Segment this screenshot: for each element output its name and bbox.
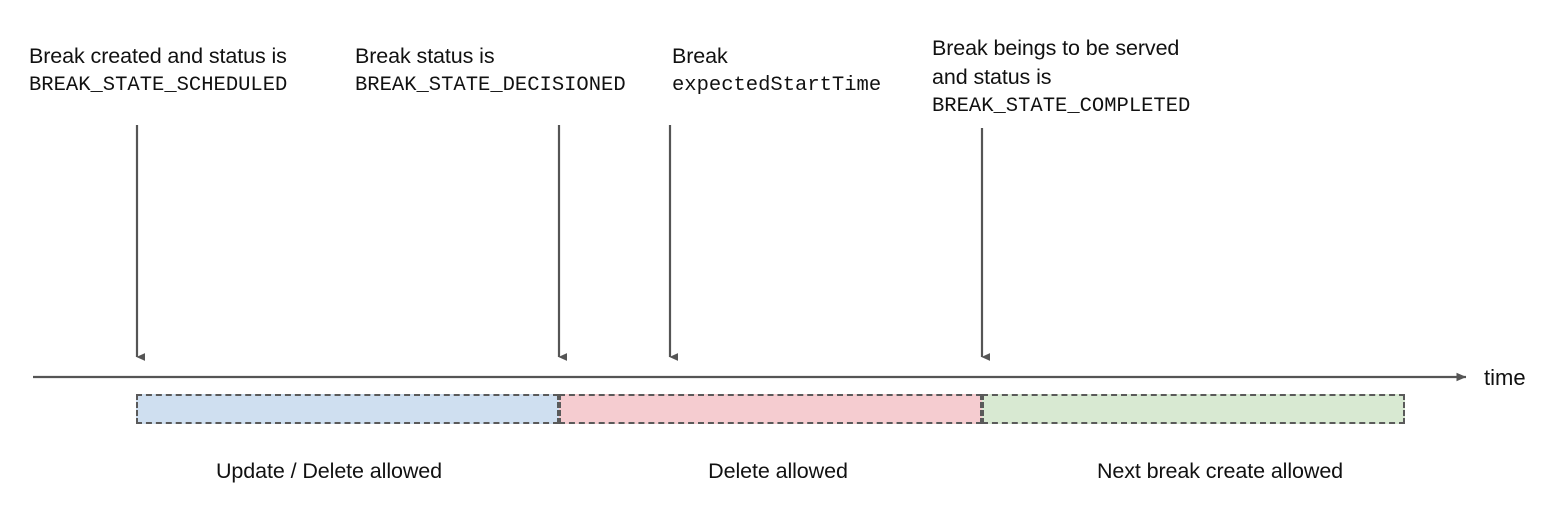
annotation-line: and status is <box>932 65 1052 89</box>
annotation-break-completed: Break beings to be served and status is … <box>932 34 1190 121</box>
annotation-line-code: BREAK_STATE_DECISIONED <box>355 74 626 97</box>
segment-serving-phase <box>982 394 1405 424</box>
annotation-line: Break status is <box>355 44 495 68</box>
segment-caption-scheduled-phase: Update / Delete allowed <box>216 459 442 483</box>
annotation-break-created: Break created and status is BREAK_STATE_… <box>29 42 287 100</box>
annotation-line-code: expectedStartTime <box>672 74 882 97</box>
segment-caption-serving-phase: Next break create allowed <box>1096 459 1344 483</box>
segment-scheduled-phase <box>136 394 559 424</box>
time-axis-label: time <box>1484 365 1526 390</box>
segment-decisioned-phase <box>559 394 982 424</box>
annotation-line: Break created and status is <box>29 44 287 68</box>
annotation-line: Break beings to be served <box>932 36 1180 60</box>
segment-caption-decisioned-phase: Delete allowed <box>708 459 848 483</box>
annotation-line: Break <box>672 44 728 68</box>
annotation-line-code: BREAK_STATE_SCHEDULED <box>29 74 288 97</box>
annotation-line-code: BREAK_STATE_COMPLETED <box>932 95 1191 118</box>
annotation-break-expected-start-time: Break expectedStartTime <box>672 42 881 100</box>
annotation-break-decisioned: Break status is BREAK_STATE_DECISIONED <box>355 42 626 100</box>
